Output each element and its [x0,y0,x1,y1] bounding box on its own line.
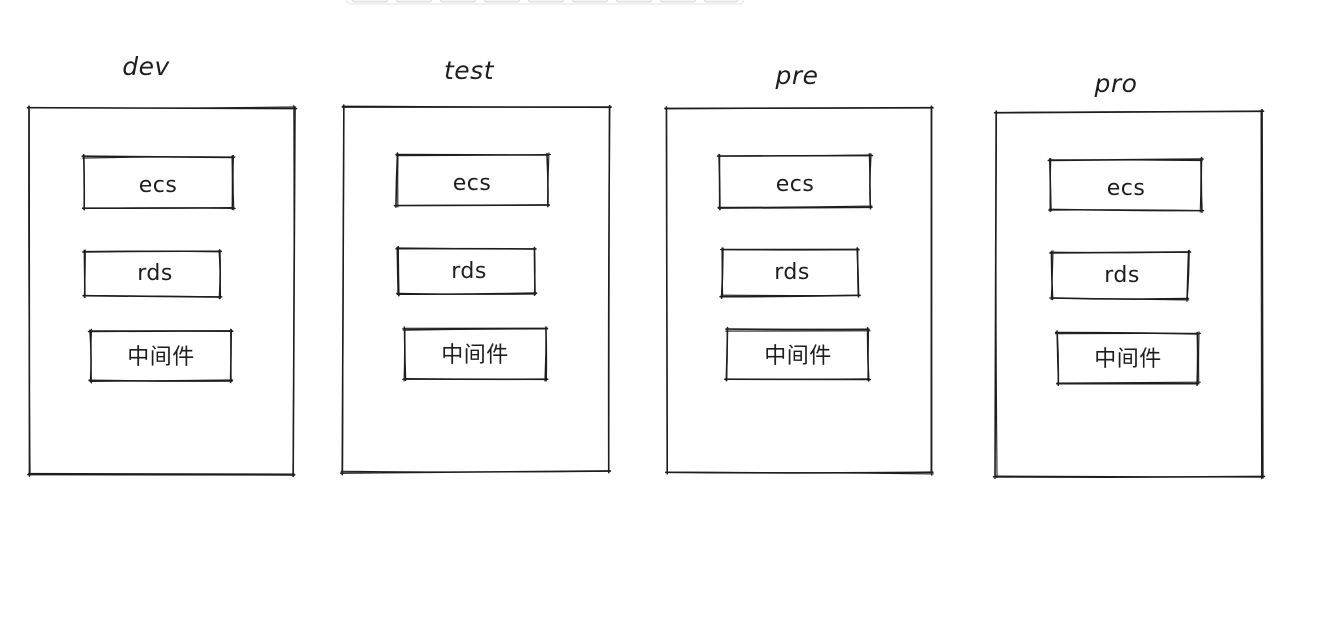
env-container-pro[interactable] [992,108,1266,480]
sketch-stroke [719,247,861,298]
component-label-middleware: 中间件 [127,345,195,370]
component-label-rds: rds [137,261,173,286]
sketch-stroke [82,249,223,299]
toolbar-tool-3[interactable] [439,0,477,3]
sketch-stroke [1054,330,1200,387]
component-box-rds[interactable] [1049,249,1192,303]
env-label-test[interactable]: test [444,56,495,85]
sketch-stroke [992,108,1266,480]
component-box-rds[interactable] [719,247,861,299]
env-group-test: test ecs rds 中间件 [339,56,612,476]
component-box-middleware[interactable] [1054,330,1202,387]
sketch-stroke [89,328,234,384]
component-label-rds: rds [774,260,810,285]
env-group-pro: pro ecs rds 中间件 [992,69,1266,480]
component-label-middleware: 中间件 [764,344,832,369]
sketch-stroke [395,152,551,208]
env-group-pre: pre ecs rds 中间件 [664,61,934,476]
top-toolbar [345,0,745,5]
sketch-stroke [717,152,873,210]
env-container-pre[interactable] [664,105,934,476]
sketch-stroke [395,246,537,297]
env-label-pro[interactable]: pro [1094,69,1138,98]
component-box-ecs[interactable] [1047,156,1205,213]
sketch-stroke [1048,157,1203,213]
toolbar-tool-8[interactable] [659,0,697,3]
env-group-dev: dev ecs rds 中间件 [26,52,298,478]
env-container-test[interactable] [339,104,612,476]
component-label-ecs: ecs [776,172,815,197]
component-box-rds[interactable] [395,245,538,297]
component-box-ecs[interactable] [81,153,236,211]
toolbar-tool-7[interactable] [615,0,653,3]
env-label-pre[interactable]: pre [774,61,818,90]
sketch-stroke [340,104,612,474]
component-label-ecs: ecs [139,173,178,198]
env-container-dev[interactable] [26,104,298,478]
sketch-stroke [1049,250,1191,303]
component-label-ecs: ecs [453,171,492,196]
sketch-stroke [664,106,934,476]
toolbar-tool-9[interactable] [703,0,739,3]
component-label-ecs: ecs [1107,176,1146,201]
sketch-stroke [724,328,871,382]
component-label-middleware: 中间件 [441,343,509,368]
component-box-ecs[interactable] [393,152,551,208]
sketch-stroke [402,326,549,382]
component-box-middleware[interactable] [724,326,872,382]
env-label-dev[interactable]: dev [122,52,170,81]
sketch-stroke [82,154,236,211]
component-label-rds: rds [1104,263,1140,288]
sketch-stroke [339,104,612,476]
sketch-stroke [402,326,549,382]
sketch-stroke [1055,331,1202,386]
component-label-rds: rds [451,259,487,284]
component-box-middleware[interactable] [402,326,549,382]
toolbar-tool-2[interactable] [395,0,433,3]
component-label-middleware: 中间件 [1094,347,1162,372]
sketch-stroke [26,105,298,478]
component-box-ecs[interactable] [716,152,874,211]
component-box-middleware[interactable] [87,328,234,384]
toolbar-tool-6[interactable] [571,0,609,3]
sketch-stroke [664,105,934,475]
toolbar-tool-1[interactable] [351,0,389,3]
component-box-rds[interactable] [82,249,223,300]
toolbar-tool-4[interactable] [483,0,521,3]
toolbar-tool-5[interactable] [527,0,565,3]
sketch-stroke [994,109,1264,480]
sketch-stroke [26,104,296,477]
